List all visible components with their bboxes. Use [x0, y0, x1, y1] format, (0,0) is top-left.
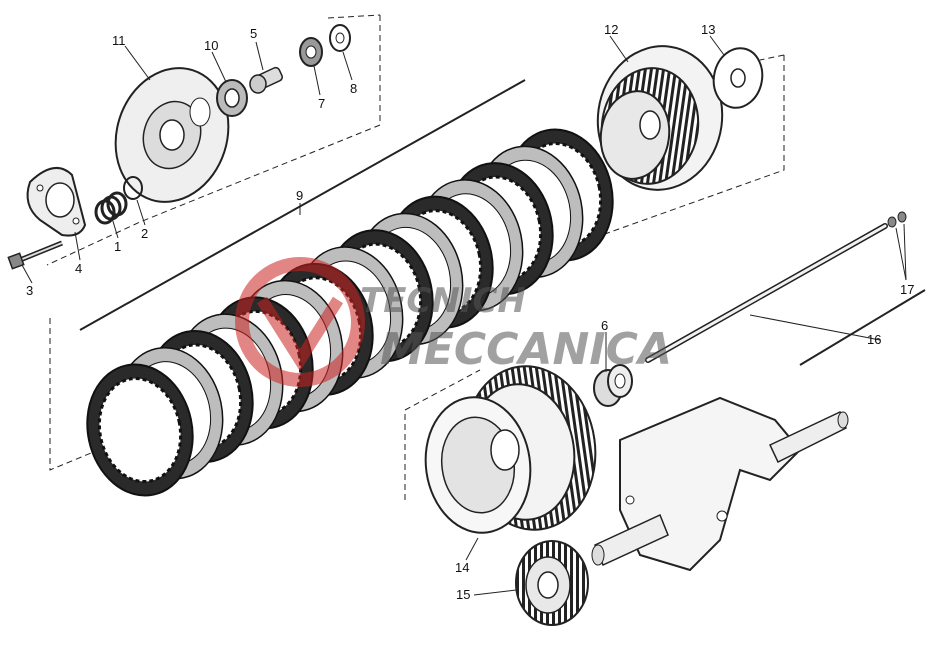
- callout-5: 5: [250, 26, 257, 41]
- callout-16: 16: [867, 332, 881, 347]
- bushing: [593, 364, 633, 407]
- callout-8: 8: [350, 81, 357, 96]
- watermark: TECNICH MECCANICA: [235, 257, 672, 387]
- plate-bore: [97, 376, 183, 484]
- watermark-logo-mark: [256, 296, 344, 372]
- spring-ring: [123, 176, 143, 200]
- callout-11: 11: [112, 33, 126, 48]
- crankshaft: [591, 396, 849, 572]
- pushrod-piece: [249, 66, 283, 94]
- washer-small: [329, 24, 351, 52]
- callout-12: 12: [604, 22, 618, 37]
- callout-9: 9: [296, 188, 303, 203]
- leader-lines: [21, 35, 907, 596]
- thrust-washer: [712, 47, 764, 109]
- callout-4: 4: [75, 261, 82, 276]
- clutch-spring: [94, 191, 128, 225]
- clutch-housing: [424, 365, 597, 534]
- watermark-line2: MECCANICA: [380, 324, 672, 375]
- watermark-logo-ring: [235, 257, 365, 387]
- callout-3: 3: [26, 283, 33, 298]
- watermark-line1: TECNICH: [360, 281, 526, 321]
- clutch-plate-stack: [86, 128, 614, 497]
- pushrod-pins: [887, 211, 907, 228]
- assembly-outline-lines: [79, 79, 926, 366]
- callouts: 1 2 3 4 5 6 7 8 9 10 11 12 13 14 15 16 1…: [26, 22, 914, 602]
- callout-17: 17: [900, 282, 914, 297]
- callout-13: 13: [701, 22, 715, 37]
- callout-1: 1: [114, 239, 121, 254]
- callout-6: 6: [601, 318, 608, 333]
- spring-cap-plate: [26, 167, 87, 237]
- bearing: [216, 79, 248, 117]
- callout-10: 10: [204, 38, 218, 53]
- adjust-nut: [299, 37, 323, 67]
- spring-bolt: [7, 240, 63, 270]
- primary-gear: [515, 540, 589, 626]
- pushrod: [645, 223, 888, 363]
- pressure-plate: [114, 67, 230, 203]
- callout-15: 15: [456, 587, 470, 602]
- callout-2: 2: [141, 226, 148, 241]
- callout-7: 7: [318, 96, 325, 111]
- clutch-hub: [596, 45, 724, 191]
- callout-14: 14: [455, 560, 469, 575]
